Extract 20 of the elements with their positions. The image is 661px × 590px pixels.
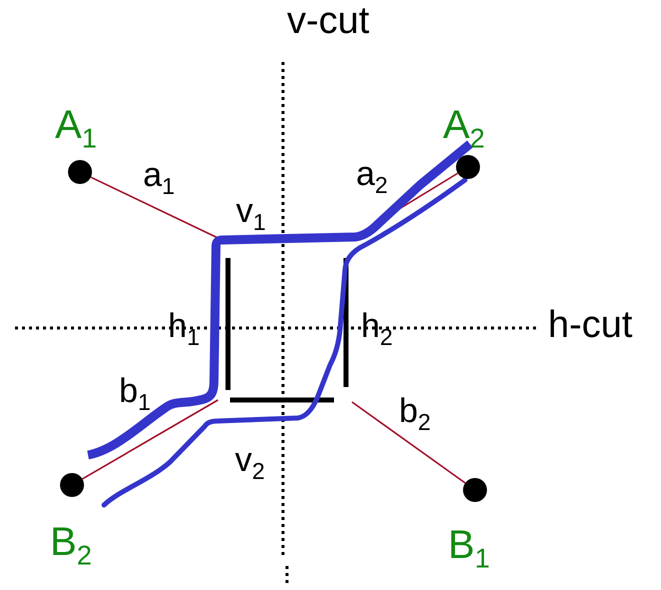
vertex-dot — [60, 473, 84, 497]
edge-label: b$_{1}$ — [119, 374, 151, 408]
side-label: v$_{1}$ — [236, 194, 266, 228]
edge-line — [82, 399, 218, 480]
vertex-dot — [68, 160, 92, 184]
side-label: h$_{2}$ — [361, 309, 393, 343]
edge-line — [90, 176, 218, 239]
vertex-label: A$_{1}$ — [55, 105, 97, 145]
vertex-label: B$_{1}$ — [448, 525, 490, 565]
vertex-label: A$_{2}$ — [443, 105, 485, 145]
vertex-dot — [463, 478, 487, 502]
side-label: v$_{2}$ — [235, 443, 265, 477]
vertex-label: B$_{2}$ — [50, 522, 92, 562]
cut-label: v-cut — [287, 2, 370, 40]
edge-line — [352, 401, 466, 484]
edge-label: a$_{2}$ — [356, 157, 388, 191]
vertex-dot — [456, 155, 480, 179]
edge-label: a$_{1}$ — [143, 158, 175, 192]
edge-label: b$_{2}$ — [399, 394, 431, 428]
cut-label: h-cut — [548, 306, 632, 344]
